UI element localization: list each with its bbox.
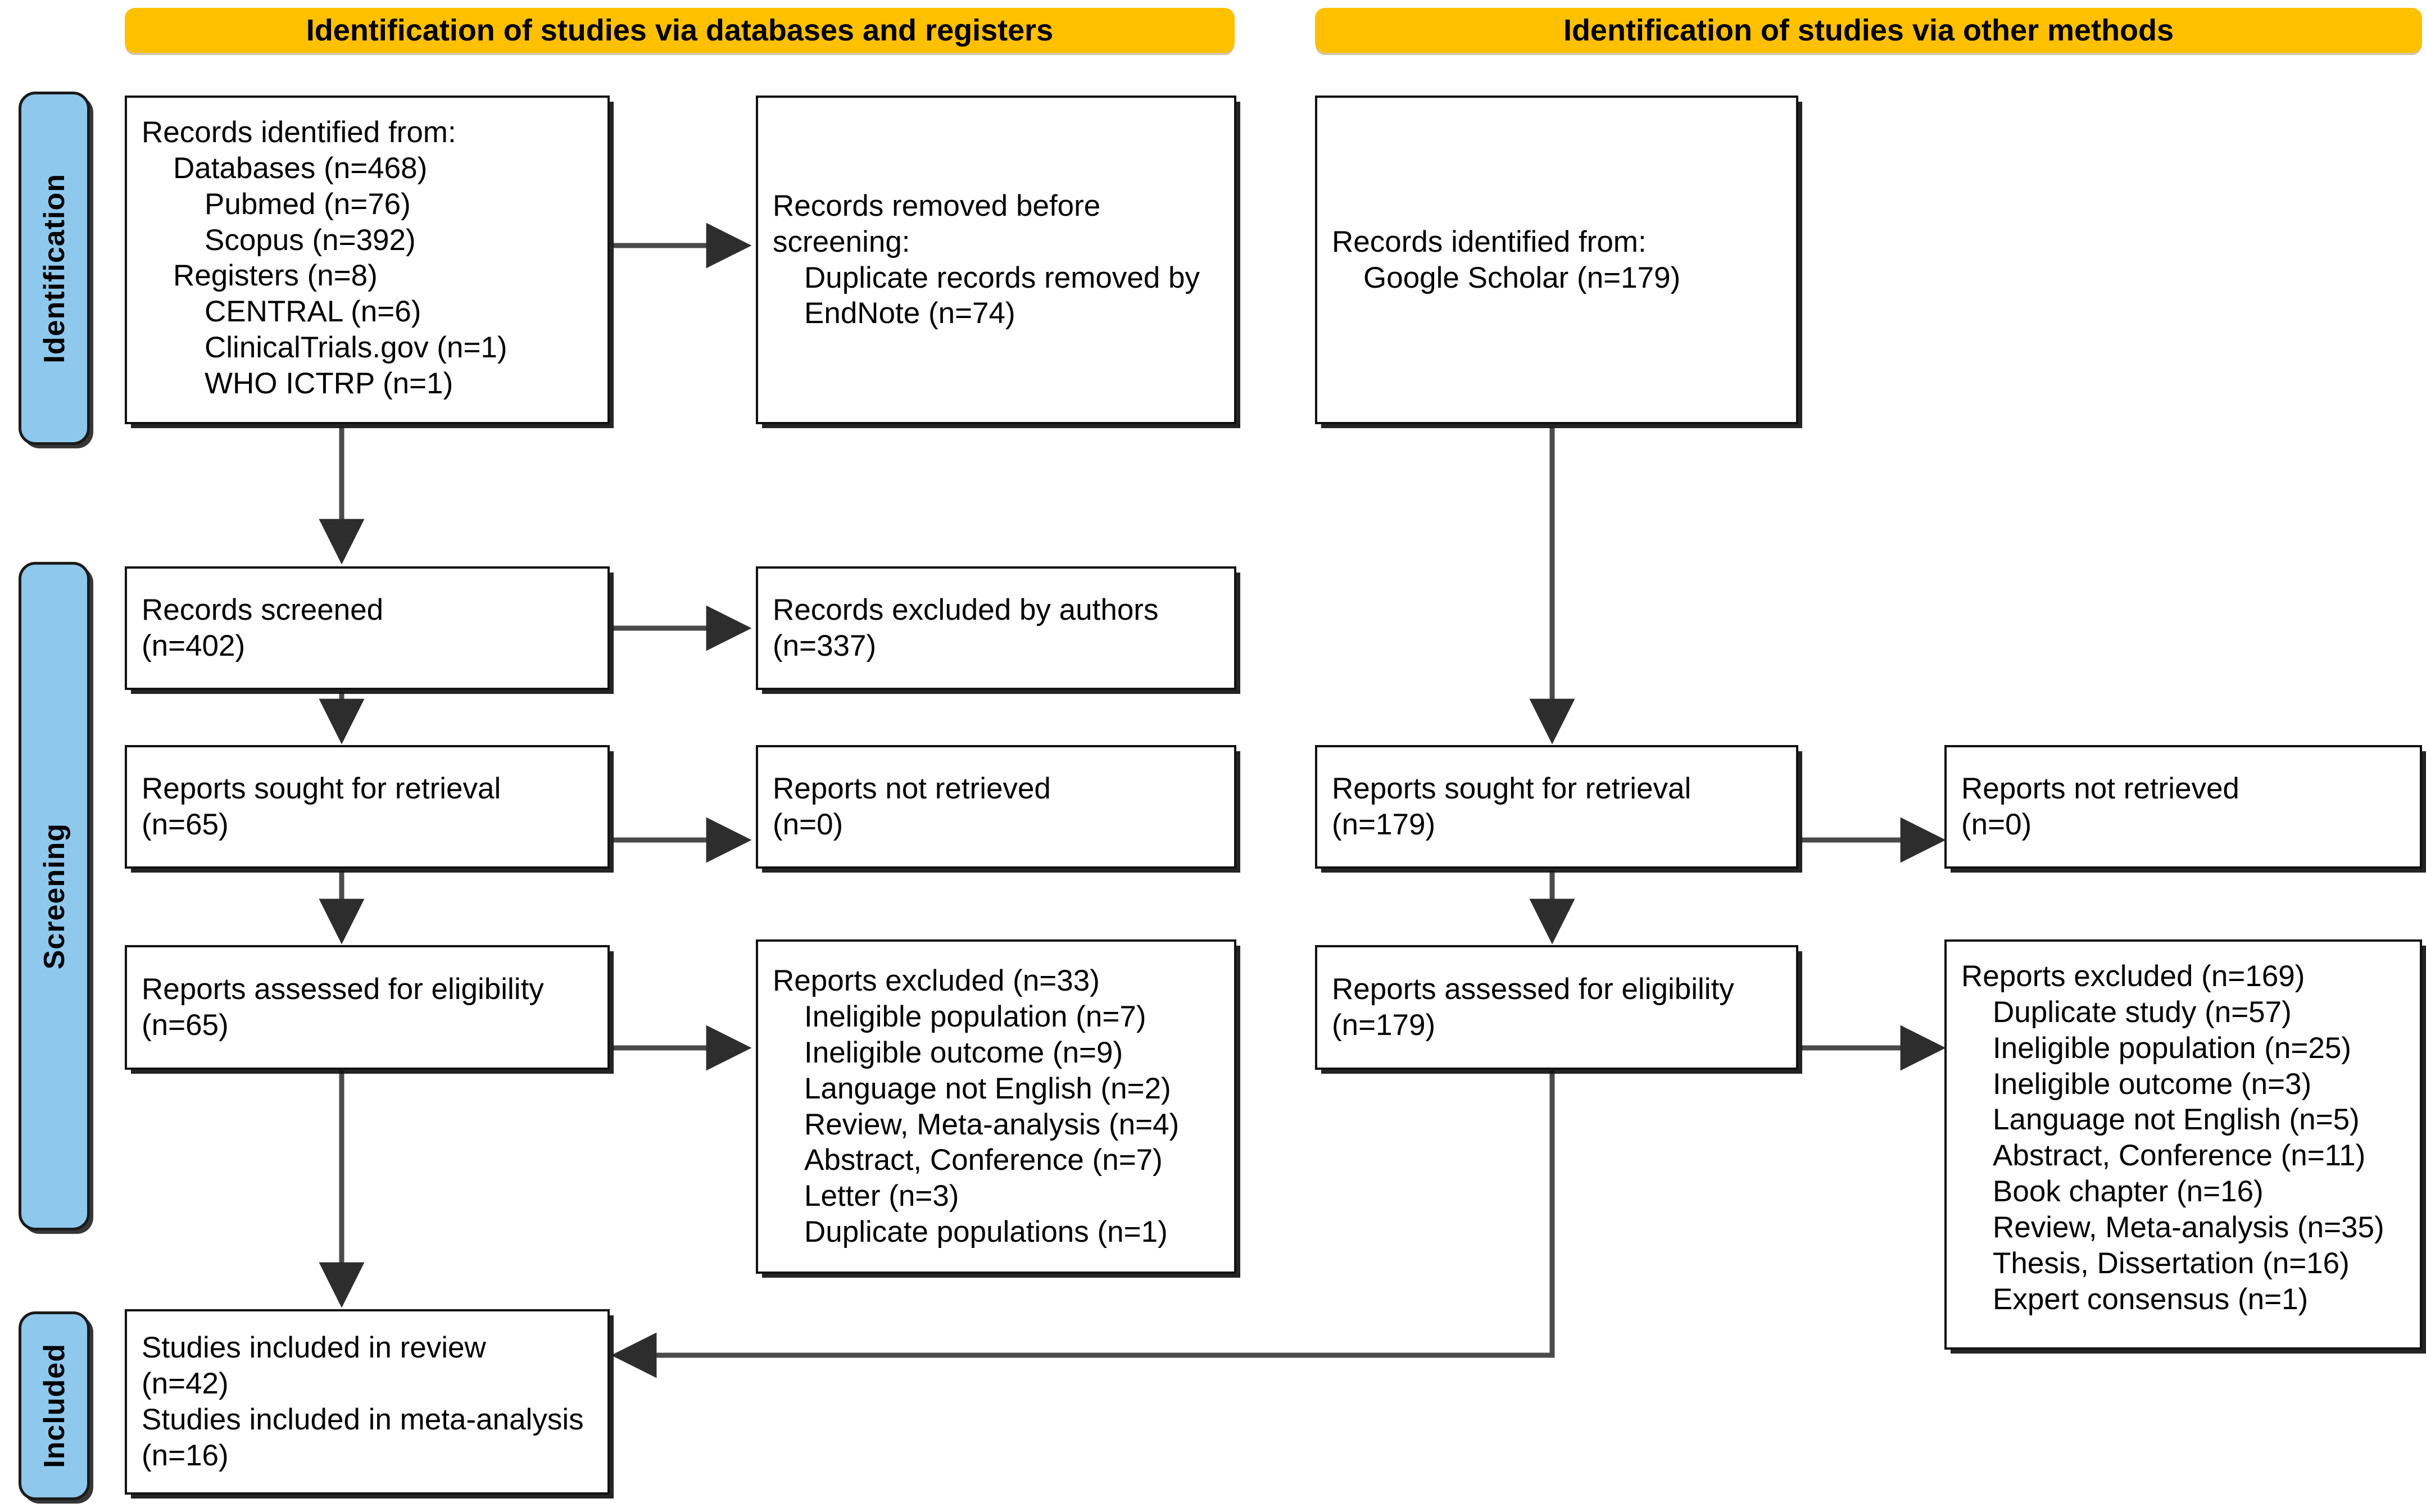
box-text-records-excluded: Records excluded by authors(n=337)	[758, 592, 1234, 664]
box-records-excluded: Records excluded by authors(n=337)	[756, 566, 1236, 690]
box-line: Google Scholar (n=179)	[1363, 261, 1681, 294]
box-line: Reports assessed for eligibility	[142, 973, 544, 1006]
banner-other-methods: Identification of studies via other meth…	[1315, 8, 2422, 53]
box-text-records-identified-other: Records identified from:Google Scholar (…	[1317, 224, 1796, 296]
box-reports-excluded-other: Reports excluded (n=169)Duplicate study …	[1944, 939, 2422, 1350]
box-reports-sought-databases: Reports sought for retrieval(n=65)	[125, 745, 610, 869]
box-text-reports-assessed-databases: Reports assessed for eligibility(n=65)	[127, 971, 607, 1043]
box-text-reports-sought-other: Reports sought for retrieval(n=179)	[1317, 771, 1796, 843]
box-line: (n=42)	[142, 1367, 229, 1401]
box-text-records-identified-databases: Records identified from:Databases (n=468…	[127, 98, 607, 402]
box-line: Duplicate populations (n=1)	[804, 1215, 1168, 1249]
banner-label-other: Identification of studies via other meth…	[1563, 13, 2174, 47]
box-line: (n=16)	[142, 1438, 229, 1472]
phase-label-screening: Screening	[38, 823, 71, 970]
banner-label-databases: Identification of studies via databases …	[306, 13, 1054, 47]
box-line: (n=337)	[773, 629, 877, 662]
box-line: CENTRAL (n=6)	[205, 295, 421, 329]
box-records-identified-other: Records identified from:Google Scholar (…	[1315, 96, 1798, 424]
box-line: Records screened	[142, 593, 384, 627]
box-text-reports-excluded-databases: Reports excluded (n=33)Ineligible popula…	[758, 963, 1234, 1250]
box-reports-not-retrieved-other: Reports not retrieved(n=0)	[1944, 745, 2422, 869]
box-line: Ineligible outcome (n=9)	[804, 1036, 1123, 1069]
box-reports-sought-other: Reports sought for retrieval(n=179)	[1315, 745, 1798, 869]
box-line: (n=179)	[1332, 808, 1436, 841]
box-line: Databases (n=468)	[173, 151, 428, 185]
phase-label-included: Included	[38, 1343, 71, 1468]
box-line: Ineligible population (n=7)	[804, 1000, 1146, 1033]
box-line: Language not English (n=5)	[1993, 1103, 2360, 1137]
box-line: Scopus (n=392)	[205, 223, 416, 257]
box-line: WHO ICTRP (n=1)	[205, 367, 454, 401]
box-line: ClinicalTrials.gov (n=1)	[205, 331, 507, 365]
box-line: Records identified from:	[142, 116, 456, 149]
box-line: Book chapter (n=16)	[1993, 1175, 2264, 1209]
box-line: (n=65)	[142, 808, 229, 841]
box-line: Records identified from:	[1332, 225, 1647, 258]
box-line: Studies included in meta-analysis	[142, 1403, 584, 1436]
box-text-reports-excluded-other: Reports excluded (n=169)Duplicate study …	[1947, 942, 2420, 1318]
box-line: Review, Meta-analysis (n=35)	[1993, 1211, 2384, 1245]
box-line: Records removed before	[773, 189, 1101, 223]
banner-databases-registers: Identification of studies via databases …	[125, 8, 1235, 53]
box-line: Reports sought for retrieval	[1332, 772, 1692, 806]
box-line: (n=179)	[1332, 1009, 1436, 1042]
box-line: (n=0)	[1961, 808, 2032, 841]
box-line: Language not English (n=2)	[804, 1071, 1171, 1105]
phase-bar-screening: Screening	[19, 562, 90, 1231]
box-line: Review, Meta-analysis (n=4)	[804, 1107, 1180, 1141]
box-line: Reports not retrieved	[1961, 772, 2239, 806]
box-line: (n=65)	[142, 1009, 229, 1042]
box-reports-assessed-other: Reports assessed for eligibility(n=179)	[1315, 945, 1798, 1070]
box-line: (n=402)	[142, 629, 246, 662]
box-line: screening:	[773, 225, 910, 258]
box-line: Records excluded by authors	[773, 593, 1159, 627]
box-line: Reports sought for retrieval	[142, 772, 501, 806]
box-records-identified-databases: Records identified from:Databases (n=468…	[125, 96, 610, 424]
box-line: Reports assessed for eligibility	[1332, 973, 1734, 1006]
box-text-reports-not-retrieved-databases: Reports not retrieved(n=0)	[758, 771, 1234, 843]
box-line: Duplicate records removed by	[804, 261, 1200, 294]
box-reports-not-retrieved-databases: Reports not retrieved(n=0)	[756, 745, 1236, 869]
box-studies-included: Studies included in review(n=42)Studies …	[125, 1309, 610, 1495]
box-text-reports-assessed-other: Reports assessed for eligibility(n=179)	[1317, 971, 1796, 1043]
box-text-reports-sought-databases: Reports sought for retrieval(n=65)	[127, 771, 607, 843]
box-line: Abstract, Conference (n=7)	[804, 1143, 1163, 1177]
box-reports-excluded-databases: Reports excluded (n=33)Ineligible popula…	[756, 939, 1236, 1274]
box-text-reports-not-retrieved-other: Reports not retrieved(n=0)	[1947, 771, 2420, 843]
box-line: Reports not retrieved	[773, 772, 1051, 806]
phase-bar-identification: Identification	[19, 92, 90, 445]
box-line: Pubmed (n=76)	[205, 187, 411, 221]
box-line: Duplicate study (n=57)	[1993, 995, 2292, 1029]
box-line: Abstract, Conference (n=11)	[1993, 1139, 2366, 1173]
box-line: Expert consensus (n=1)	[1993, 1282, 2309, 1316]
phase-bar-included: Included	[19, 1311, 90, 1500]
box-line: Registers (n=8)	[173, 259, 378, 293]
phase-label-identification: Identification	[38, 173, 71, 364]
box-line: Letter (n=3)	[804, 1179, 959, 1213]
box-text-records-screened: Records screened(n=402)	[127, 592, 607, 664]
box-records-screened: Records screened(n=402)	[125, 566, 610, 690]
box-line: Thesis, Dissertation (n=16)	[1993, 1246, 2350, 1280]
box-line: EndNote (n=74)	[804, 297, 1015, 330]
box-line: Reports excluded (n=33)	[773, 964, 1100, 998]
box-line: (n=0)	[773, 808, 844, 841]
box-line: Ineligible outcome (n=3)	[1993, 1067, 2312, 1101]
box-text-studies-included: Studies included in review(n=42)Studies …	[127, 1330, 607, 1473]
box-line: Ineligible population (n=25)	[1993, 1031, 2351, 1065]
box-line: Reports excluded (n=169)	[1961, 960, 2305, 993]
box-line: Studies included in review	[142, 1331, 486, 1365]
box-reports-assessed-databases: Reports assessed for eligibility(n=65)	[125, 945, 610, 1070]
